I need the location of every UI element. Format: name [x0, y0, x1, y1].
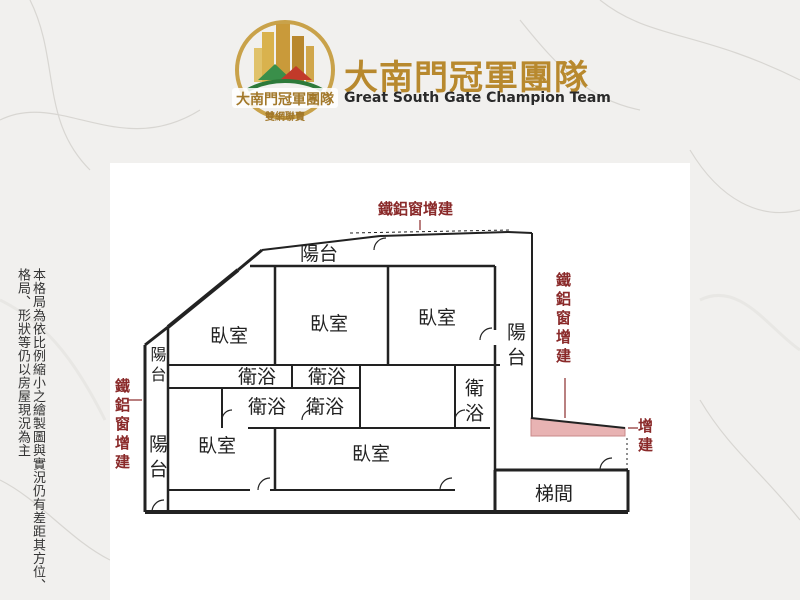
bathroom-label: 衛浴 [248, 396, 286, 418]
annotation-right-vertical: 鐵鋁窗增建 [554, 271, 572, 367]
bedroom-label: 臥室 [198, 435, 236, 457]
annotation-top: 鐵鋁窗增建 [378, 200, 454, 218]
balcony-label-vertical: 陽台 [148, 346, 167, 386]
annotation-left-vertical: 鐵鋁窗增建 [113, 377, 131, 473]
bedroom-label: 臥室 [352, 443, 390, 465]
logo-subtext: 雙網聯賣 [265, 110, 306, 123]
team-logo: 大南門冠軍團隊 雙網聯賣 [232, 20, 338, 123]
bedroom-label: 臥室 [310, 313, 348, 335]
bedroom-label: 臥室 [418, 307, 456, 329]
stairwell-label: 梯間 [535, 483, 573, 505]
bathroom-label: 衛浴 [238, 366, 276, 388]
logo-text: 大南門冠軍團隊 [236, 91, 335, 108]
brand-name-en: Great South Gate Champion Team [344, 90, 611, 106]
disclaimer-note: 本格局為依比例縮小之繪製圖與實況仍有差距其方位、格局、形狀等仍以房屋現況為主 [15, 268, 45, 592]
bathroom-label: 衛浴 [308, 366, 346, 388]
balcony-label-vertical: 陽台 [146, 434, 168, 484]
annotation-far-right-vertical: 增建 [636, 417, 654, 456]
brand-name-cn: 大南門冠軍團隊 [344, 58, 589, 98]
bedroom-label: 臥室 [210, 325, 248, 347]
bathroom-label: 衛浴 [306, 396, 344, 418]
balcony-label: 陽台 [300, 243, 338, 265]
bathroom-label-vertical: 衛浴 [462, 378, 484, 428]
balcony-label-vertical: 陽台 [504, 322, 526, 372]
